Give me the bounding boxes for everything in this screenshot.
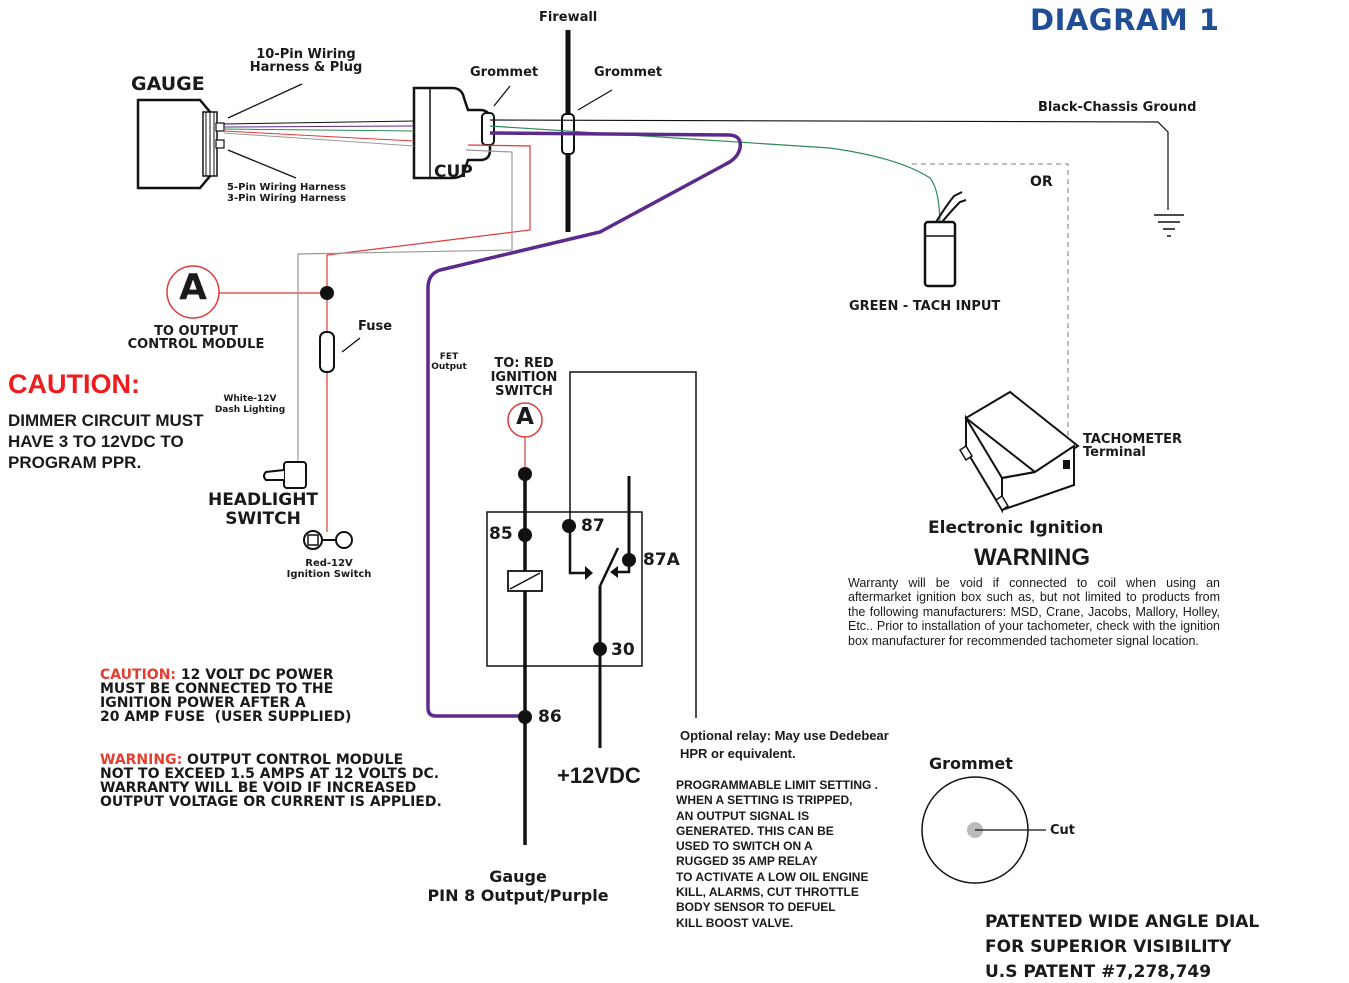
caution-body: DIMMER CIRCUIT MUST HAVE 3 TO 12VDC TO P… bbox=[8, 411, 204, 472]
cup-label: CUP bbox=[434, 162, 473, 182]
plus12vdc-label: +12VDC bbox=[557, 763, 641, 788]
grommet-right-label: Grommet bbox=[594, 65, 663, 80]
grommet-left-label: Grommet bbox=[470, 65, 539, 80]
cup-icon bbox=[412, 86, 492, 180]
grommet-left-icon bbox=[481, 112, 495, 146]
a-center-letter: A bbox=[516, 404, 534, 430]
gauge-label: GAUGE bbox=[131, 73, 205, 95]
junction-dot bbox=[320, 286, 334, 300]
ground-symbol-icon bbox=[1154, 214, 1184, 237]
gauge-pin8-label: Gauge PIN 8 Output/Purple bbox=[427, 867, 609, 905]
black-ground-label: Black-Chassis Ground bbox=[1038, 100, 1197, 115]
grommet-bottom-label: Grommet bbox=[929, 754, 1013, 773]
or-label: OR bbox=[1030, 174, 1053, 190]
optional-relay-note: Optional relay: May use Dedebear HPR or … bbox=[680, 728, 889, 761]
patent-note: PATENTED WIDE ANGLE DIAL FOR SUPERIOR VI… bbox=[985, 912, 1260, 982]
warning-note: WARNING: OUTPUT CONTROL MODULE NOT TO EX… bbox=[100, 753, 442, 809]
tach-input-connector-icon bbox=[923, 191, 967, 288]
programmable-note: PROGRAMMABLE LIMIT SETTING . WHEN A SETT… bbox=[676, 778, 878, 930]
warning-note-label: WARNING: bbox=[100, 752, 183, 768]
harness3-label: 3-Pin Wiring Harness bbox=[227, 193, 346, 204]
tach-terminal-label: TACHOMETER Terminal bbox=[1083, 432, 1182, 460]
firewall-label: Firewall bbox=[539, 10, 598, 25]
headlight-switch-label: HEADLIGHT SWITCH bbox=[207, 490, 319, 529]
caution-note: CAUTION: 12 VOLT DC POWER MUST BE CONNEC… bbox=[100, 668, 351, 724]
pin-30-label: 30 bbox=[611, 640, 635, 660]
a-left-letter: A bbox=[179, 267, 207, 308]
ignition-key-icon bbox=[303, 518, 353, 550]
electronic-ignition-label: Electronic Ignition bbox=[928, 518, 1104, 538]
pin-87-label: 87 bbox=[581, 516, 605, 536]
green-tach-wire bbox=[489, 125, 941, 229]
headlight-switch-icon bbox=[263, 461, 307, 489]
green-tach-label: GREEN - TACH INPUT bbox=[849, 299, 1001, 314]
pin-87a-label: 87A bbox=[643, 550, 680, 570]
warning-note-text: OUTPUT CONTROL MODULE NOT TO EXCEED 1.5 … bbox=[100, 752, 442, 810]
pin-86-label: 86 bbox=[538, 707, 562, 727]
purple-fet-wire bbox=[426, 131, 743, 718]
harness10-label: 10-Pin Wiring Harness & Plug bbox=[249, 47, 363, 75]
cut-label: Cut bbox=[1050, 823, 1076, 838]
circle-a-left-icon bbox=[166, 265, 220, 319]
fet-output-label: FET Output bbox=[431, 352, 467, 372]
gauge-icon bbox=[136, 98, 225, 190]
white-12v-label: White-12V Dash Lighting bbox=[214, 394, 286, 415]
warning-body: Warranty will be void if connected to co… bbox=[848, 576, 1220, 648]
white-dash-wire bbox=[297, 149, 513, 462]
fuse-icon bbox=[319, 331, 335, 373]
red-ignition-wire bbox=[326, 144, 531, 334]
diagram-title: DIAGRAM 1 bbox=[1030, 3, 1220, 37]
caution-note-text: 12 VOLT DC POWER MUST BE CONNECTED TO TH… bbox=[100, 667, 352, 725]
caution-note-label: CAUTION: bbox=[100, 667, 177, 683]
electronic-ignition-box-icon bbox=[958, 390, 1080, 514]
warning-heading: WARNING bbox=[974, 544, 1090, 571]
black-ground-wire bbox=[489, 119, 1169, 210]
or-dashed-wire bbox=[912, 163, 1069, 450]
caution-heading: CAUTION: bbox=[8, 369, 140, 399]
to-red-ignition-label: TO: RED IGNITION SWITCH bbox=[490, 356, 558, 399]
fuse-label: Fuse bbox=[358, 319, 393, 334]
to-output-label: TO OUTPUT CONTROL MODULE bbox=[127, 324, 265, 352]
harness5-label: 5-Pin Wiring Harness bbox=[227, 182, 346, 193]
red-12v-label: Red-12V Ignition Switch bbox=[286, 558, 372, 580]
pin-85-label: 85 bbox=[489, 524, 513, 544]
